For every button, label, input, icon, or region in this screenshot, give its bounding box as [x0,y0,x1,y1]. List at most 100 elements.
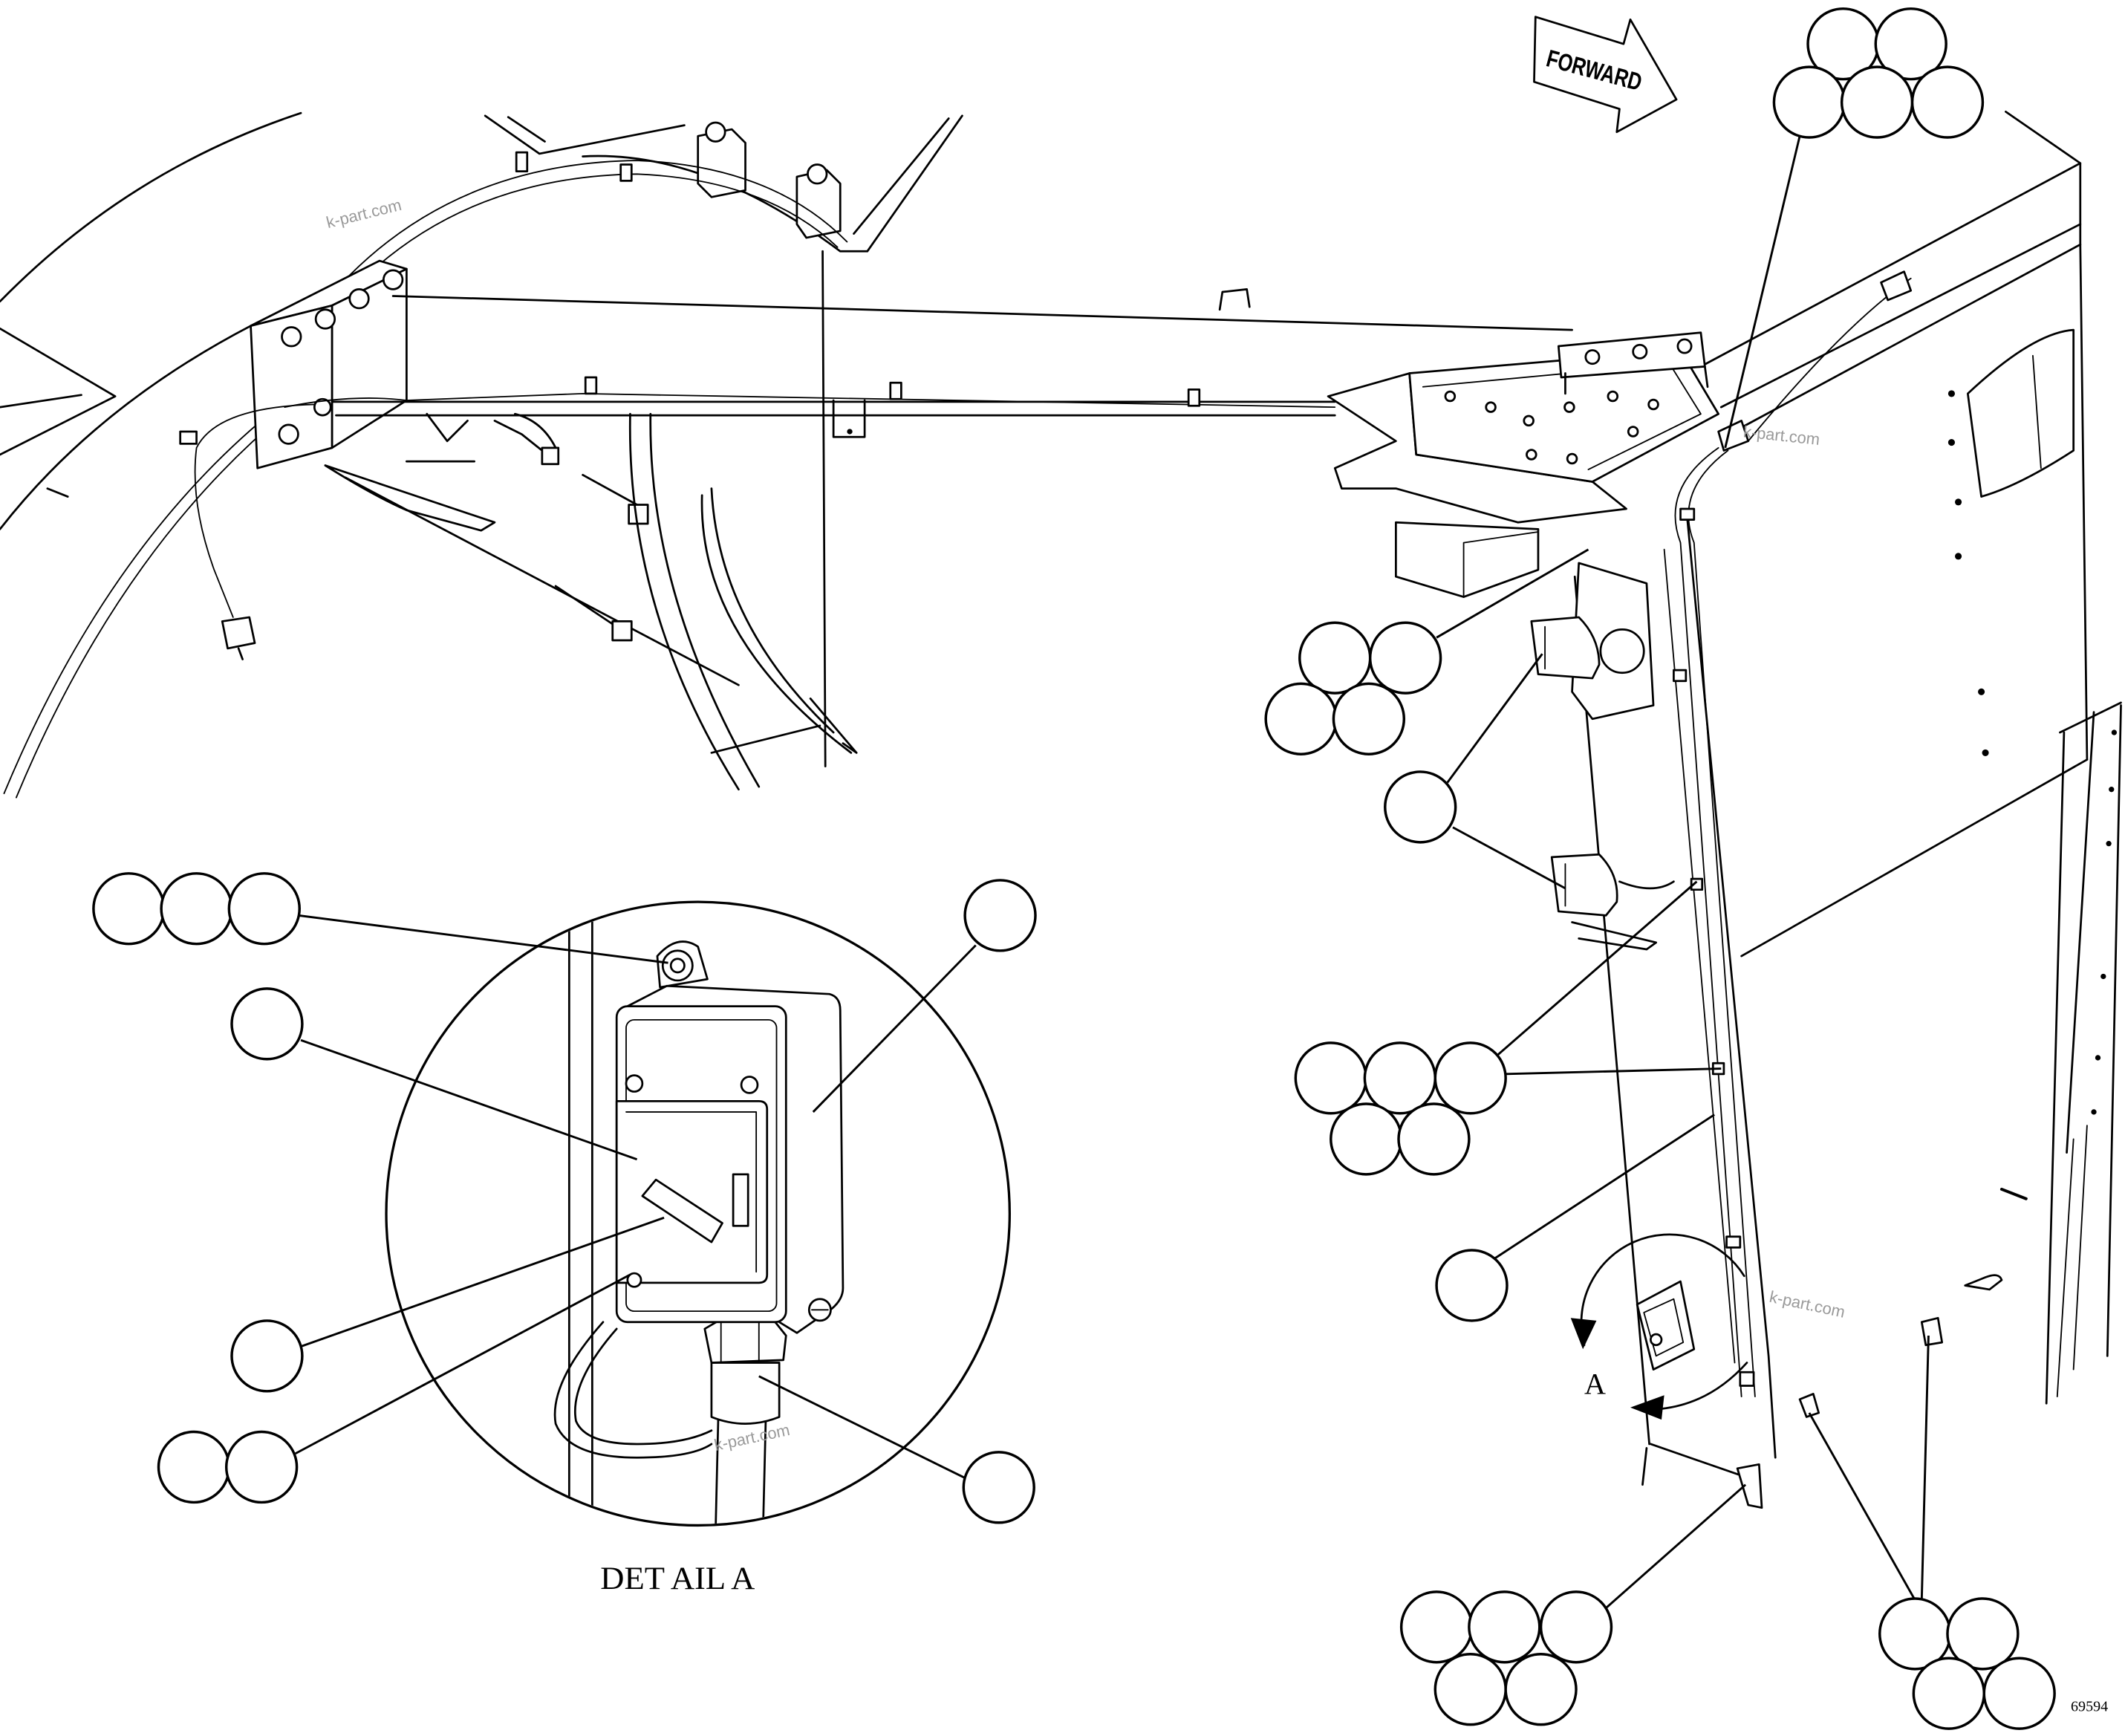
callout-group-harness [1435,1249,1509,1322]
lower-panel-edge [344,460,740,686]
bolt-icon [281,326,302,348]
callout-balloon [224,1430,299,1504]
bolt-icon [1584,349,1601,365]
figure-number: 69594 [2071,1698,2108,1714]
plate-hole [1566,452,1578,465]
cable-clip [1798,1393,1820,1418]
leader-line [1808,1412,1916,1601]
leader-line [1504,1067,1722,1076]
panel-bottom-edge [1740,758,2089,958]
cable-connector [1739,1371,1755,1387]
block-front [250,304,333,469]
panel-hole [1955,498,1962,506]
cable-clip [1920,1316,1944,1347]
callout-balloon [1539,1590,1613,1664]
switch-handle [641,1178,723,1244]
connector-bracket [426,412,557,463]
callout-balloon [963,879,1037,952]
callout-balloon [1332,682,1406,755]
leader-line [300,1038,638,1161]
callout-balloon [1504,1653,1578,1726]
plate-hole [1485,401,1497,413]
cable-clip [1690,877,1704,891]
callout-balloon [1982,1657,2056,1730]
post-right-edge [1686,517,1777,1459]
bracket-hole [847,429,853,435]
callout-balloon [1910,65,1985,139]
boom-end [2005,110,2082,246]
panel-hole [2111,729,2118,735]
support-rod-1 [582,473,638,506]
panel-hole [2095,1055,2101,1061]
switch-knob-small [1650,1333,1663,1347]
arch-harness-cable-edge [324,173,839,322]
detail-conduit [715,1416,767,1524]
detail-cable-loop-edge [574,1327,713,1446]
callout-balloon [1399,1590,1474,1664]
callout-group-horns [1384,770,1457,844]
curved-rib-2-edge [710,487,835,734]
callout-balloon [1330,1102,1403,1176]
lower-bracket [1571,880,1675,951]
panel-hole [2106,841,2112,847]
bracket-pivot [1599,628,1645,674]
switch-box-small [1636,1280,1696,1371]
beam-harness-cable [284,392,1336,409]
curved-rib-1-edge [649,412,761,788]
callout-balloon [1772,65,1846,139]
upper-horn [1530,616,1601,680]
lower-panel-strip [2056,1125,2088,1398]
clamp-block-legs [1564,365,1709,395]
bolt-icon [348,288,370,310]
wedge-panel [0,327,117,456]
arch-panel-inner [853,117,950,235]
forward-arrow-icon [1533,16,1678,134]
callout-balloon [1435,1249,1509,1322]
cable-clip [1673,669,1688,683]
mount-bolt-head [669,958,686,974]
callout-balloon [1840,65,1914,139]
forward-arrow: FORWARD [1533,16,1678,134]
plate-hole [1523,415,1535,427]
cable-clip [1187,389,1201,407]
cable-tie [1736,1463,1763,1509]
loose-hardware [1641,1187,2028,1509]
callout-balloon [1946,1597,2020,1671]
watermark: k-part.com [325,195,403,232]
leader-line [1920,1335,1930,1600]
connector-icon [541,446,560,466]
leader-line [298,914,668,964]
cable-clip [179,430,198,445]
under-beam-parts [324,250,858,791]
leader-line [1452,826,1566,890]
cable-clip [515,151,529,173]
callout-balloon [962,1451,1035,1524]
plate-hole [1627,426,1639,438]
boom-edge-2 [1719,223,2082,409]
curved-rib-2 [700,494,853,754]
panel-hole [2109,787,2115,793]
callout-balloon [1468,1590,1541,1664]
beam-top-bracket [1218,288,1251,311]
post-harness-cable [1674,446,1742,1398]
mount-block-1 [697,128,746,198]
post-left-edge [1573,575,1650,1446]
top-arch-panel [313,114,963,322]
arch-panel-lip [507,116,546,143]
callout-balloon [230,1319,304,1393]
cable-clip [584,376,598,395]
detail-a-circle [385,900,1011,1527]
callout-balloon [1368,621,1442,695]
leader-line [300,1216,665,1347]
callout-balloon [1384,770,1457,844]
harness-cable-left-edge [15,410,288,799]
cable-clip [889,381,902,400]
lower-horn [1550,853,1618,917]
arch-panel-body [582,114,963,253]
bolt-icon [313,397,332,417]
gland-nut [703,1318,787,1364]
detail-a: k-part.com DET AIL A [385,900,1011,1596]
panel-hole [1982,749,1989,756]
callout-balloon [1434,1041,1507,1115]
